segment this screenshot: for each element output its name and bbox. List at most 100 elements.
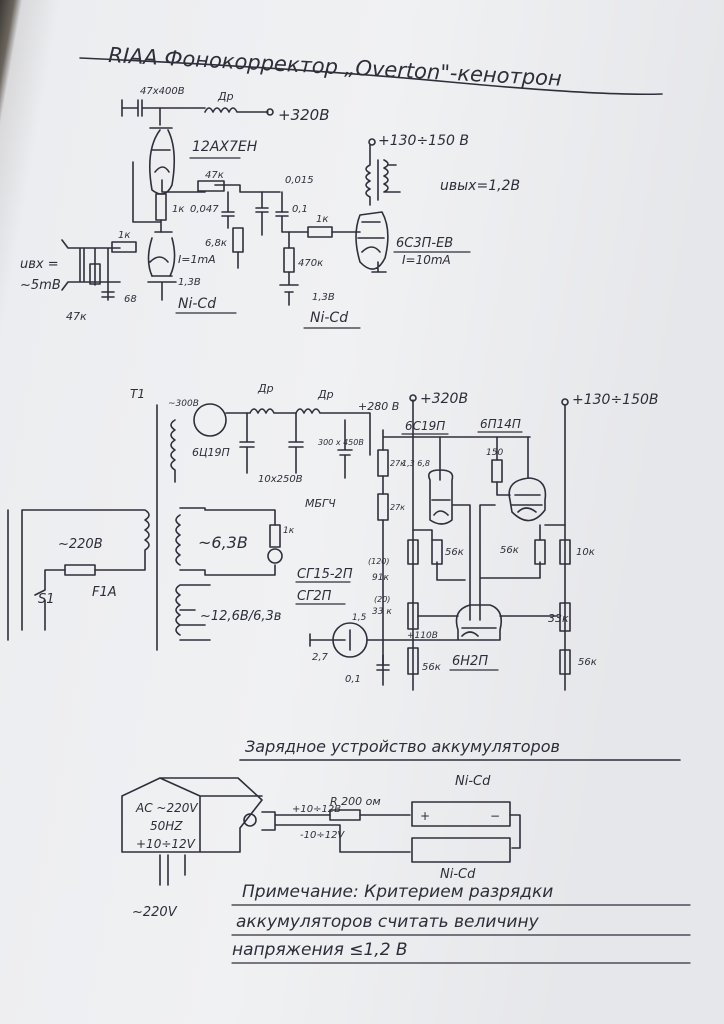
input-level: ~5mВ: [20, 278, 61, 293]
wire: [161, 179, 281, 193]
fuse-label: F1A: [92, 585, 117, 600]
current2-label: I=10mA: [402, 253, 451, 267]
tube-electrodes: [151, 149, 171, 173]
r33k-alt: (20): [374, 595, 390, 604]
bat2-type: Ni-Cd: [310, 310, 348, 326]
resistor-1k-input: [111, 241, 137, 253]
r33k-label: 33 к: [372, 607, 392, 617]
charger-title: Зарядное устройство аккумуляторов: [245, 737, 560, 756]
bplus-label: +320В: [420, 391, 468, 407]
current1-label: I=1mA: [178, 253, 216, 266]
choke: [204, 107, 269, 113]
title: RIAA Фонокорректор „Overton"-кенотрон: [108, 43, 563, 91]
mains-label: ~220В: [58, 537, 103, 552]
tube2-label: 6С3П-ЕВ: [396, 236, 453, 251]
tube-6s19p: [427, 436, 454, 525]
tube-6p14p: [508, 477, 547, 522]
power-supply-circuit: T1 ~300В 6Ц19П Др Др 10x250В МБГЧ 300 x …: [7, 382, 659, 691]
filter-caps: [239, 412, 353, 479]
r1k-label: 1к: [172, 204, 184, 215]
r68k-label: 6,8к: [205, 238, 227, 249]
c68-label: 68: [124, 294, 137, 305]
r1k-grid-label: 1к: [316, 214, 328, 225]
r10k-label: 10к: [576, 547, 595, 558]
bplus-label: +320В: [278, 106, 330, 124]
hv-winding-label: ~300В: [168, 399, 199, 409]
resistor-56k-4: [559, 649, 571, 675]
r91k-alt: (120): [368, 557, 390, 566]
r47k-in-label: 47к: [66, 310, 87, 323]
resistor-47k-input: [89, 263, 101, 285]
resistor-label: R 200 ом: [330, 795, 381, 808]
input-cap-label: 47x400В: [140, 86, 185, 97]
caps-label: 10x250В: [258, 474, 303, 485]
adapter-plug: [159, 854, 186, 886]
input-label: uвх =: [20, 257, 59, 272]
c0015-label: 0,015: [285, 175, 314, 186]
rectifier-label: 6Ц19П: [192, 446, 230, 459]
capacitor-01: [275, 191, 361, 233]
resistor-56k-2: [534, 539, 546, 565]
heater-winding: [175, 507, 276, 576]
adapter-line2: 50HZ: [150, 819, 183, 833]
tube-12ax7-lower: [147, 231, 176, 277]
note-line3: напряжения ≤1,2 В: [232, 940, 408, 960]
battery-minus: −: [490, 809, 500, 823]
wire: [132, 161, 162, 233]
r33k-right-label: 33к: [548, 612, 569, 625]
reg-pin-b: 1,5: [352, 613, 367, 623]
resistor-91k: [407, 539, 419, 565]
tube-6n2p: [382, 604, 559, 641]
bat2-voltage: 1,3В: [312, 292, 335, 303]
mains-circuit: [21, 509, 150, 631]
r56k2-label: 56к: [500, 545, 519, 556]
tube1-label: 12AX7EH: [192, 139, 258, 155]
resistor-47k: [197, 180, 225, 192]
bplus2-label: +130÷150В: [572, 392, 659, 408]
r91k-label: 91к: [372, 573, 389, 583]
terminal: [266, 108, 274, 116]
resistor-1k: [155, 193, 167, 221]
out-supply-label: +130÷150 В: [378, 133, 469, 149]
neg-label: -10÷12V: [300, 830, 345, 841]
regulator-wiring: [309, 629, 390, 686]
out-voltage-label: uвых=1,2В: [440, 178, 520, 194]
resistor-10k: [559, 539, 571, 565]
tube-a-label: 6С19П: [405, 419, 445, 433]
resistor-1k-grid: [307, 226, 333, 238]
preamp-circuit: 47x400В Др +320В 12AX7EH 47к 1к 0,047 6,…: [20, 86, 520, 329]
r27k1-label: 27к: [390, 459, 405, 468]
capacitor-0015: [255, 191, 269, 236]
adapter-jack: [243, 813, 257, 827]
aux-winding: [175, 584, 211, 641]
aux-winding-label: ~12,6В/6,3в: [200, 609, 281, 624]
regulator2-label: СГ2П: [297, 589, 332, 604]
tube-a-pins: 1,3 6,8: [402, 459, 430, 468]
resistor-27k-2: [377, 493, 389, 521]
r150-label: 150: [486, 448, 503, 458]
resistor-56k-3: [407, 647, 419, 675]
adapter-line1: AC ~220V: [135, 801, 198, 815]
heater-label: ~6,3В: [198, 533, 248, 552]
choke1-label: Др: [257, 382, 274, 395]
bat-bottom-label: Ni-Cd: [440, 867, 476, 882]
note-block: Примечание: Критерием разрядки аккумулят…: [231, 882, 691, 964]
rectifier-tube: [193, 403, 227, 437]
bat-top-label: Ni-Cd: [455, 774, 491, 789]
battery-bottom: [411, 837, 511, 863]
transformer-label: T1: [130, 387, 145, 401]
r56k1-label: 56к: [445, 547, 464, 558]
r470k-label: 470к: [298, 258, 323, 269]
transformer-core: [7, 404, 158, 651]
led-r-label: 1к: [283, 526, 295, 536]
note-line2: аккумуляторов считать величину: [236, 912, 540, 932]
battery-plus: +: [420, 809, 430, 823]
led: [267, 548, 283, 564]
charger-circuit: Зарядное устройство аккумуляторов AC ~22…: [121, 737, 681, 920]
terminal: [368, 138, 376, 146]
v110-label: +110В: [407, 631, 438, 641]
input-network: [61, 239, 121, 301]
title-underline: [79, 57, 663, 96]
bat1-voltage: 1,3В: [178, 277, 201, 288]
